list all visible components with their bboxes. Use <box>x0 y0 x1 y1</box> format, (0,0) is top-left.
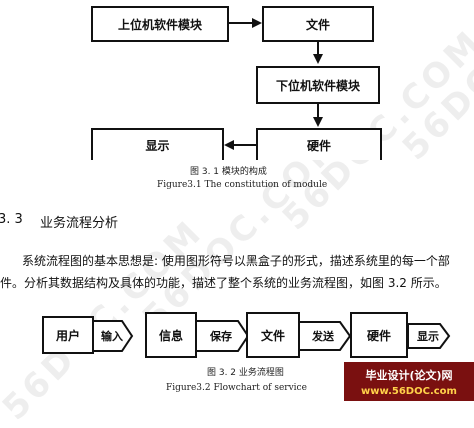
box-file: 文件 <box>262 6 374 42</box>
arrowhead <box>252 18 262 28</box>
arrowhead <box>313 117 323 127</box>
arrow-display-shape <box>407 323 451 349</box>
site-logo-url: www.56DOC.com <box>361 386 457 397</box>
figure-3-2-caption-en: Figure3.2 Flowchart of service <box>166 383 307 393</box>
figure-3-1-caption-cn: 图 3. 1 模块的构成 <box>190 167 267 177</box>
arrow-send-label: 发送 <box>312 330 334 343</box>
site-logo: 毕业设计(论文)网 www.56DOC.com <box>344 362 474 401</box>
box-upper-software-module: 上位机软件模块 <box>91 6 229 42</box>
arrow-display-label: 显示 <box>417 330 439 343</box>
box-display: 显示 <box>91 128 224 160</box>
site-logo-title: 毕业设计(论文)网 <box>365 369 453 382</box>
flowchart-2-arrows <box>91 320 451 352</box>
figure-3-1-caption-en: Figure3.1 The constitution of module <box>157 180 328 190</box>
arrow-input-label: 输入 <box>101 330 123 343</box>
flowchart-connectors <box>224 18 323 150</box>
section-number: 3. 3 <box>0 212 23 227</box>
box-user: 用户 <box>42 316 94 354</box>
figure-3-2-caption-cn: 图 3. 2 业务流程图 <box>207 368 284 378</box>
box-info: 信息 <box>145 312 197 358</box>
arrow-save-label: 保存 <box>210 330 232 343</box>
arrowhead <box>313 54 323 64</box>
paragraph-line-1: 系统流程图的基本思想是: 使用图形符号以黑盒子的形式，描述系统里的每一个部 <box>22 254 450 268</box>
box-hardware: 硬件 <box>256 128 382 160</box>
arrowhead <box>224 140 234 150</box>
paragraph-line-2: 件。分析其数据结构及具体的功能，描述了整个系统的业务流程图，如图 3.2 所示。 <box>0 276 447 290</box>
box-lower-software-module: 下位机软件模块 <box>256 66 380 104</box>
box-hardware-2: 硬件 <box>350 312 408 358</box>
section-title: 业务流程分析 <box>40 216 119 231</box>
box-file-2: 文件 <box>246 312 300 358</box>
